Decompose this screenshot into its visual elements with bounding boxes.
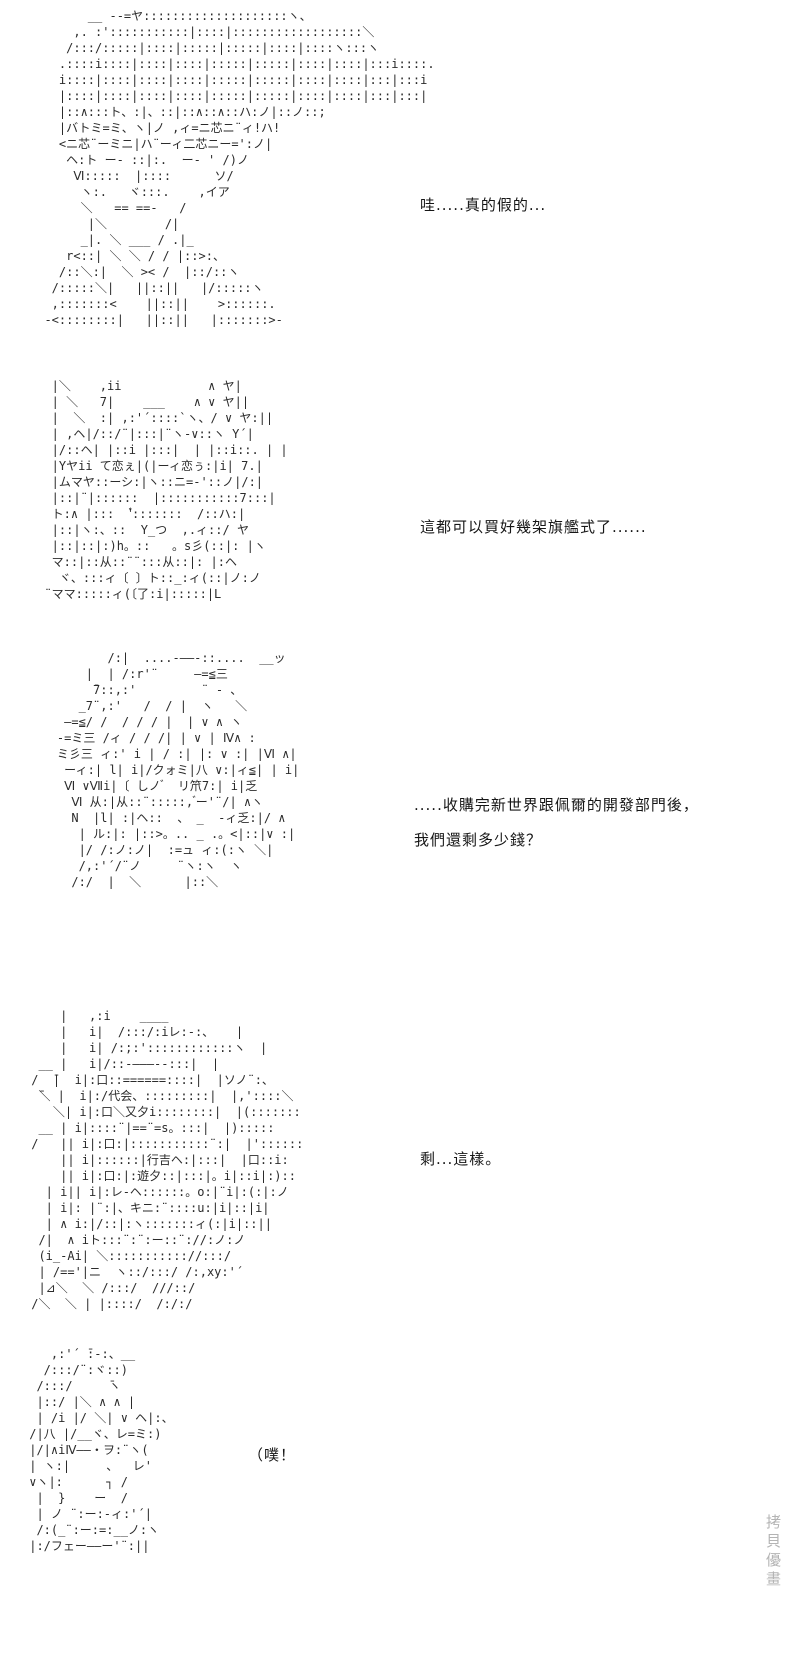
ascii-art-panel-5: ,:'´ ̄:‐:、__ /:::/¨:ヾ::) /:::/ ̄ヽ |::/ |… (29, 1347, 174, 1553)
ascii-art-panel-2: |＼ ,ii ∧ ヤ| | ＼ 7| ___ ∧ ∨ ヤ|| | ＼ :| ,:… (44, 379, 288, 601)
dialogue-5: （噗！ (248, 1446, 297, 1464)
ascii-art-panel-3: /:| ....-――-::.... __ッ | | /:r'¨ ―=≦三 ̄7… (56, 651, 300, 889)
dialogue-1: 哇.....真的假的... (420, 196, 547, 214)
dialogue-2: 這都可以買好幾架旗艦式了...... (420, 518, 647, 536)
ascii-art-panel-4: | ,:i ____ | i| /:::/:iレ:-:、 | | i| /:;:… (31, 1009, 304, 1311)
ascii-art-panel-1: __ -‐=ヤ::::::::::::::::::::ヽ、 ,. :':::::… (44, 9, 435, 327)
watermark: 拷貝優畫 (764, 1514, 782, 1590)
dialogue-3: .....收購完新世界跟佩爾的開發部門後， 我們還剩多少錢？ (414, 796, 699, 849)
dialogue-4: 剩...這樣。 (420, 1150, 502, 1168)
